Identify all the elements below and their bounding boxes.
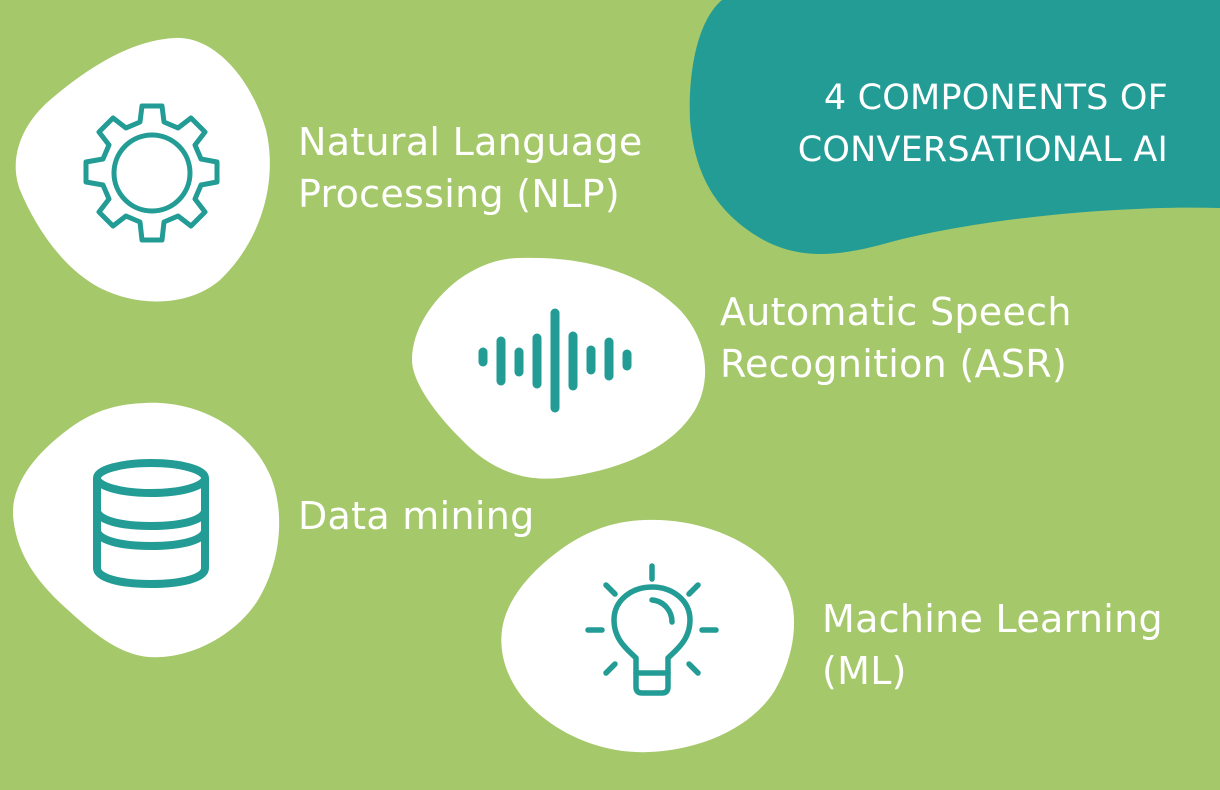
ml-label-line-1: Machine Learning (822, 597, 1163, 641)
component-label-ml: Machine Learning (ML) (822, 593, 1163, 697)
ml-label-line-2: (ML) (822, 649, 907, 693)
gear-icon (83, 103, 220, 243)
component-label-nlp: Natural Language Processing (NLP) (298, 116, 643, 220)
asr-label-line-2: Recognition (ASR) (720, 342, 1068, 386)
lightbulb-icon (585, 563, 719, 696)
component-label-asr: Automatic Speech Recognition (ASR) (720, 286, 1072, 390)
nlp-label-line-1: Natural Language (298, 120, 643, 164)
data-mining-label: Data mining (298, 494, 535, 538)
page-title: 4 COMPONENTS OF CONVERSATIONAL AI (688, 72, 1168, 176)
database-icon (93, 459, 209, 588)
nlp-blob (15, 37, 270, 302)
title-line-2: CONVERSATIONAL AI (797, 130, 1168, 170)
nlp-label-line-2: Processing (NLP) (298, 172, 620, 216)
ml-blob (501, 519, 795, 753)
data-mining-blob (12, 402, 280, 658)
title-line-1: 4 COMPONENTS OF (823, 78, 1168, 118)
sound-wave-icon (478, 308, 632, 413)
title-blob (689, 0, 1220, 255)
asr-label-line-1: Automatic Speech (720, 290, 1072, 334)
component-label-data-mining: Data mining (298, 490, 535, 542)
